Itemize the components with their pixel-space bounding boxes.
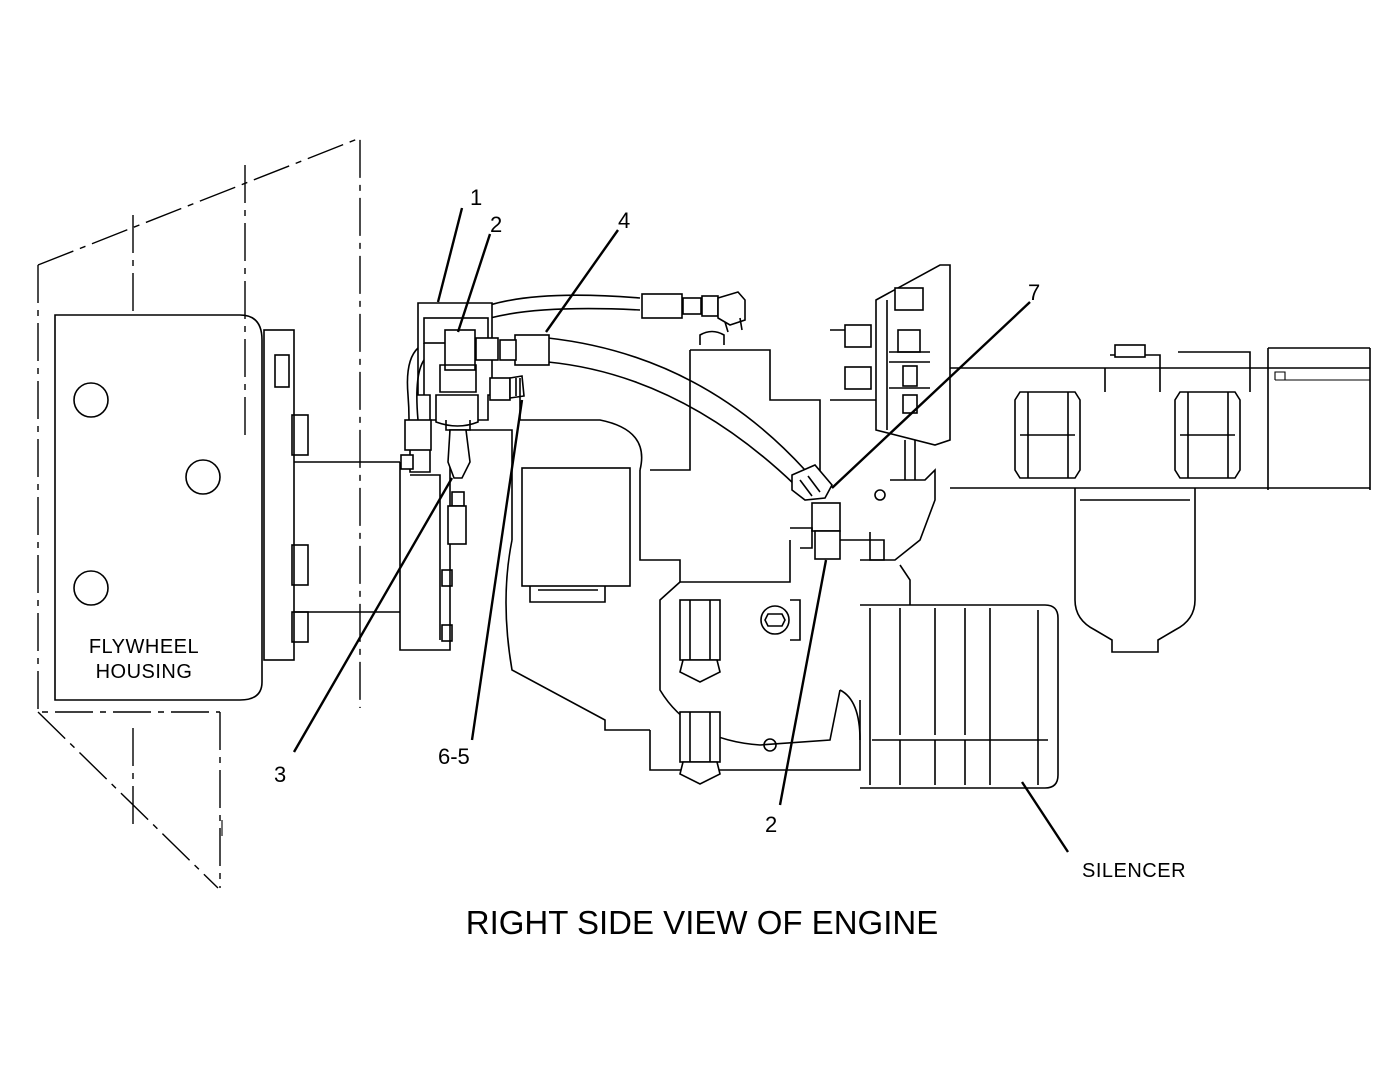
- callout-6-5: 6-5: [438, 744, 470, 769]
- mounting-bracket: [830, 264, 951, 605]
- leader-4: [545, 229, 619, 333]
- callout-3: 3: [274, 762, 286, 787]
- leader-7: [831, 301, 1031, 489]
- leader-silencer: [1020, 781, 1070, 853]
- starter-motor-assembly: [399, 330, 861, 785]
- leader-2-bottom: [778, 559, 828, 806]
- leader-1: [436, 207, 464, 303]
- flywheel-housing-label-line2: HOUSING: [96, 661, 193, 683]
- fuel-filter-assembly: [950, 344, 1371, 653]
- flywheel-housing: [37, 136, 400, 889]
- callout-7: 7: [1028, 280, 1040, 305]
- leader-6-5: [470, 399, 524, 741]
- leader-3: [292, 477, 454, 753]
- flywheel-housing-label-line1: FLYWHEEL: [89, 636, 199, 658]
- callout-4: 4: [618, 208, 630, 233]
- callout-1: 1: [470, 185, 482, 210]
- diagram-title: RIGHT SIDE VIEW OF ENGINE: [466, 904, 938, 941]
- callout-2-top: 2: [490, 212, 502, 237]
- shutoff-valve-assembly: [400, 302, 525, 545]
- callout-2-bottom: 2: [765, 812, 777, 837]
- leader-lines: [292, 207, 1070, 853]
- silencer: [839, 604, 1059, 789]
- callouts: 1 2 4 7 3 6-5 2: [274, 185, 1040, 837]
- fuel-lines: [489, 291, 885, 561]
- silencer-label: SILENCER: [1082, 860, 1186, 882]
- leader-2-top: [456, 233, 492, 333]
